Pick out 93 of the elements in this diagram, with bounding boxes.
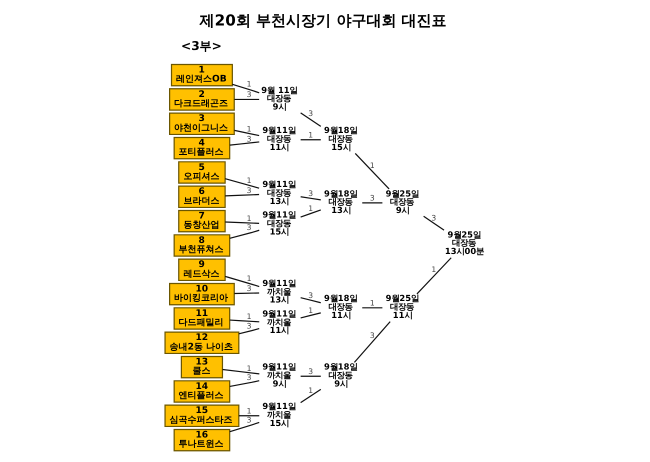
node-box: 15 심곡수퍼스타즈 [164,404,239,428]
edge-label: 1 [430,265,436,274]
node-box: 2 다크드래곤즈 [168,88,234,111]
connector [354,153,390,190]
connector [224,178,259,189]
edge-label: 1 [308,204,313,214]
connector [238,415,259,416]
edge-label: 1 [246,274,251,284]
connector [232,84,259,94]
node-box: 13 쿨스 [180,356,223,378]
edge-label: 3 [246,223,251,232]
connector [229,141,259,146]
connector [234,130,259,136]
edge-label: 3 [246,373,251,382]
node-box: 9 레드삭스 [178,258,226,282]
edge-label: 3 [308,109,313,118]
connector [362,307,382,308]
node-box: 11 다드패밀리 [173,307,230,330]
node-box: 4 포티플러스 [173,136,230,160]
connector [300,297,320,304]
connector [229,380,259,388]
node-box: 12 송내2동 나이츠 [164,332,239,354]
connector [234,98,259,100]
edge-label: 3 [246,416,251,425]
edge-label: 3 [246,321,251,330]
diagram-title: 제20회 부천시장기 야구대회 대진표 [199,12,446,30]
connector [238,328,259,334]
connector [224,221,259,224]
edge-label: 3 [430,213,436,222]
edge-label: 1 [246,80,251,89]
edge-label: 1 [308,130,313,140]
edge-label: 3 [369,194,374,203]
node-box: 8 부천퓨쳐스 [173,234,230,257]
node-text: 9월18일 대장동 11시 [323,293,357,320]
edge-label: 1 [246,176,251,186]
connector [300,209,320,218]
edge-label: 3 [308,189,313,198]
node-box: 6 브라더스 [178,186,226,208]
connector [362,202,382,204]
edge-label: 1 [308,386,313,395]
connector [229,230,259,239]
node-text: 9월18일 대장동 15시 [323,125,357,152]
edge-label: 1 [246,406,251,416]
edge-label: 3 [308,290,313,300]
node-text: 9월18일 대장동 9시 [323,362,357,388]
edge-label: 1 [308,306,313,316]
connector [300,312,320,319]
connector [300,139,320,140]
node-text: 9월11일 까치울 9시 [262,362,296,388]
connector [300,112,321,127]
edge-label: 1 [246,124,251,134]
edge-label: 1 [246,214,251,224]
label: <3부> [180,38,222,53]
edge-label: 3 [308,366,313,376]
connector [222,368,259,374]
node-text: 9월11일 까치울 15시 [262,401,296,428]
node-box: 5 오피셔스 [178,161,226,184]
node-box: 10 바이킹코리아 [168,282,234,306]
edge-label: 3 [369,331,374,340]
connector [229,319,259,322]
edge-label: 3 [246,90,251,100]
connector [416,257,452,294]
connector [300,376,320,377]
node-text: 9월 11일 대장동 9시 [260,84,298,112]
node-box: 3 야천이그니스 [168,112,234,136]
connector [422,216,444,231]
node-box: 7 동창산업 [178,210,226,232]
node-text: 9월18일 대장동 13시 [323,188,357,215]
edge-label: 1 [369,160,374,170]
connector [353,321,390,363]
node-text: 9월11일 대장동 11시 [262,125,296,152]
edge-label: 3 [246,284,251,294]
node-box: 16 투나트윈스 [173,428,230,452]
node-text: 9월11일 까치울 11시 [262,308,296,336]
edge-label: 1 [369,298,374,308]
connector [300,196,320,200]
connector [224,276,259,288]
node-text: 9월11일 대장동 13시 [262,179,296,206]
edge-label: 1 [246,312,251,322]
edge-label: 1 [246,364,251,373]
node-text: 9월11일 까치울 13시 [262,278,296,305]
node-box: 14 엔티플러스 [173,380,230,403]
edge-label: 3 [246,186,251,195]
node-text: 9월25일 대장동 9시 [385,188,419,215]
connector [234,292,259,294]
connector [224,194,259,196]
connector [300,388,321,404]
connector [229,422,259,432]
node-text: 9월11일 대장동 15시 [262,210,296,236]
node-text: 9월25일 대장동 11시 [385,293,419,320]
node-text: 9월25일 대장동 13시00분 [444,229,484,256]
node-box: 1 레인져스OB [170,64,232,86]
edge-label: 3 [246,134,251,144]
